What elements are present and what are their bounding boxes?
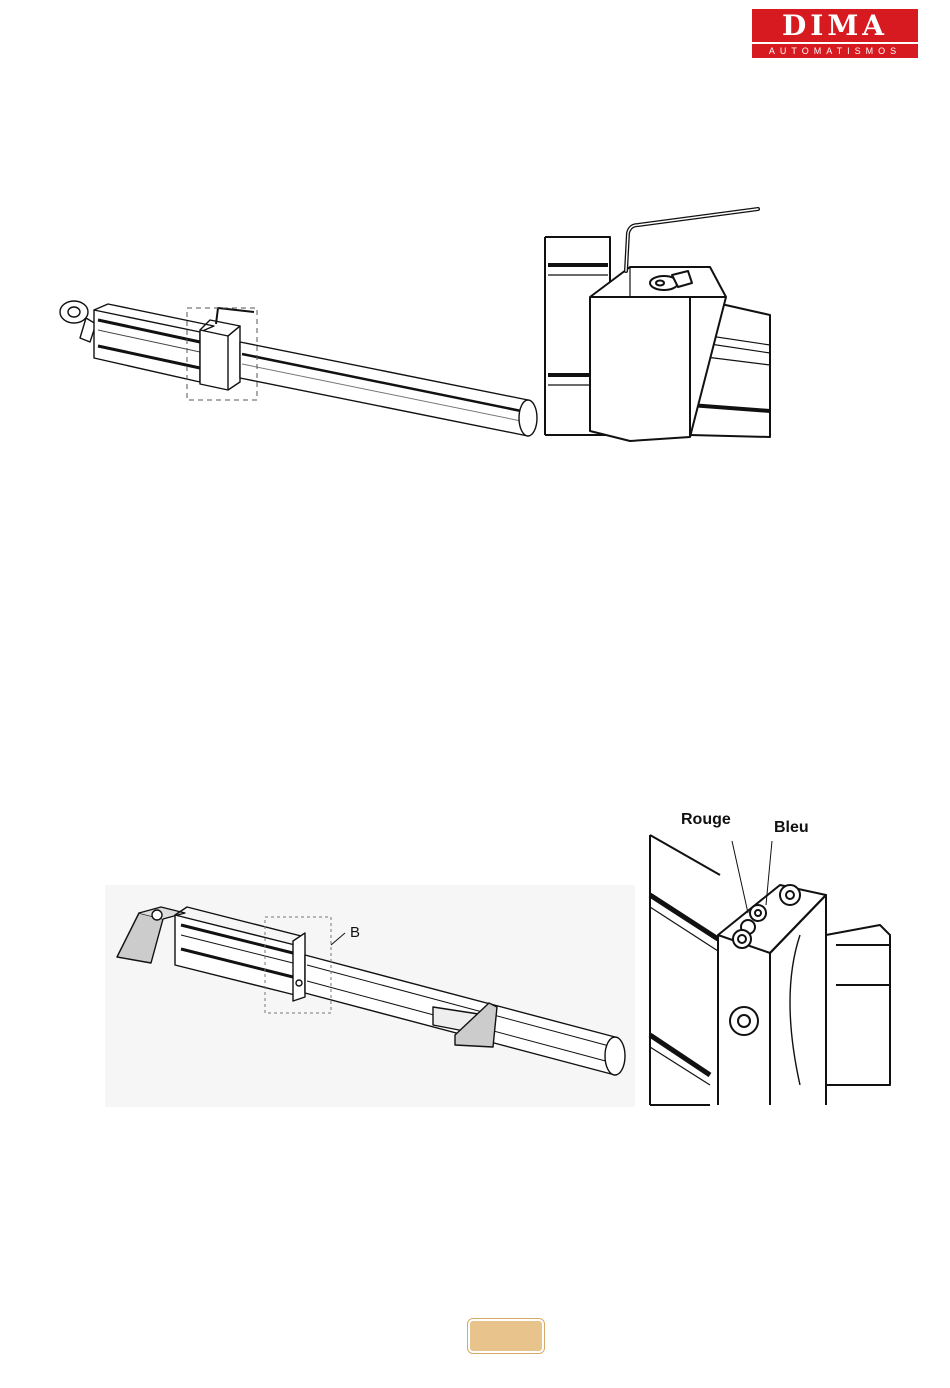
logo-wordmark: DIMA: [752, 9, 918, 42]
callout-b-label: B: [350, 924, 360, 941]
dima-logo: DIMA AUTOMATISMOS: [752, 9, 918, 58]
actuator-mounted-illustration: [105, 885, 635, 1110]
page-number-tab: [468, 1319, 544, 1353]
collar-detail-illustration: [540, 205, 775, 445]
valve-detail-illustration: [640, 835, 910, 1105]
label-rouge: Rouge: [681, 811, 731, 829]
logo-subtitle: AUTOMATISMOS: [752, 44, 918, 58]
label-bleu: Bleu: [774, 819, 809, 837]
actuator-overview-illustration: [50, 290, 540, 450]
